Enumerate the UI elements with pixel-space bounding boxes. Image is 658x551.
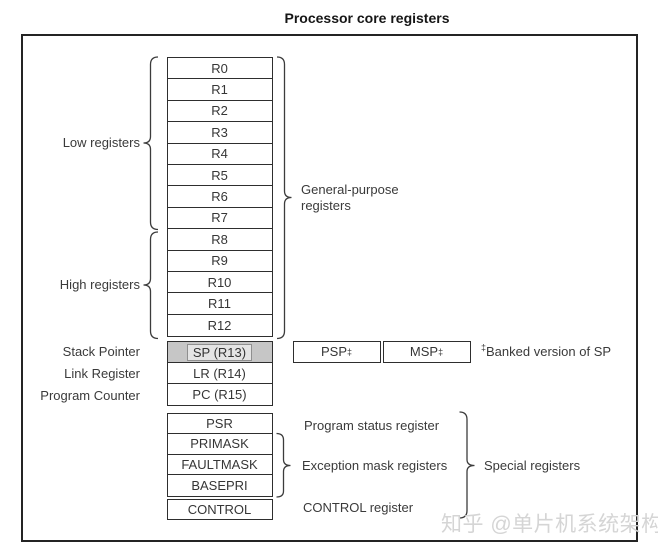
- register-row: R7: [167, 207, 272, 230]
- general-purpose-label: General-purpose registers: [301, 182, 399, 213]
- stack-pointer-label: Stack Pointer: [62, 343, 140, 359]
- exception-mask-label: Exception mask registers: [302, 457, 448, 473]
- psp-label: PSP: [320, 344, 347, 359]
- register-row: R9: [167, 250, 272, 272]
- register-row-primask: PRIMASK: [167, 434, 272, 455]
- register-row: R5: [167, 164, 272, 187]
- register-row-psr: PSR: [167, 413, 272, 434]
- low-registers-label: Low registers: [62, 135, 140, 150]
- link-register-label: Link Register: [64, 365, 140, 381]
- register-row: R1: [167, 79, 272, 101]
- msp-box: MSP‡: [382, 340, 471, 363]
- special-registers-stack: PSR PRIMASK FAULTMASK BASEPRI: [166, 412, 273, 497]
- register-row: R11: [167, 293, 272, 315]
- sp-highlight-patch: SP (R13): [186, 343, 253, 361]
- register-row: R3: [167, 122, 272, 144]
- register-row: R0: [167, 58, 272, 80]
- control-register-label: CONTROL register: [303, 500, 414, 515]
- page-title: Processor core registers: [284, 10, 450, 26]
- register-row: R10: [167, 271, 272, 294]
- banked-note: ‡Banked version of SP: [481, 342, 612, 359]
- program-counter-label: Program Counter: [40, 387, 140, 403]
- register-row-faultmask: FAULTMASK: [167, 454, 272, 475]
- register-row: R8: [167, 229, 272, 251]
- diagram-frame: [21, 34, 638, 542]
- control-register-box: CONTROL: [166, 499, 273, 520]
- register-row-sp: SP (R13): [167, 342, 272, 363]
- special-registers-label: Special registers: [484, 457, 581, 473]
- banked-note-text: Banked version of SP: [486, 344, 612, 359]
- high-registers-label: High registers: [59, 277, 140, 292]
- sp-lr-pc-column: SP (R13) LR (R14) PC (R15): [166, 341, 273, 406]
- psp-box: PSP‡: [292, 340, 381, 363]
- general-registers-column: R0 R1 R2 R3 R4 R5 R6 R7 R8 R9 R10 R11 R1…: [166, 57, 273, 338]
- dagger-symbol: ‡: [481, 342, 487, 353]
- register-row: R6: [167, 186, 272, 208]
- register-row-lr: LR (R14): [167, 363, 272, 384]
- program-status-label: Program status register: [304, 417, 440, 433]
- register-row: R2: [167, 100, 272, 123]
- register-row-basepri: BASEPRI: [167, 475, 272, 496]
- register-row: R12: [167, 314, 272, 337]
- register-row-pc: PC (R15): [167, 384, 272, 405]
- msp-label: MSP: [409, 344, 439, 359]
- register-row: R4: [167, 143, 272, 165]
- watermark: 知乎 @单片机系统架构: [441, 513, 658, 536]
